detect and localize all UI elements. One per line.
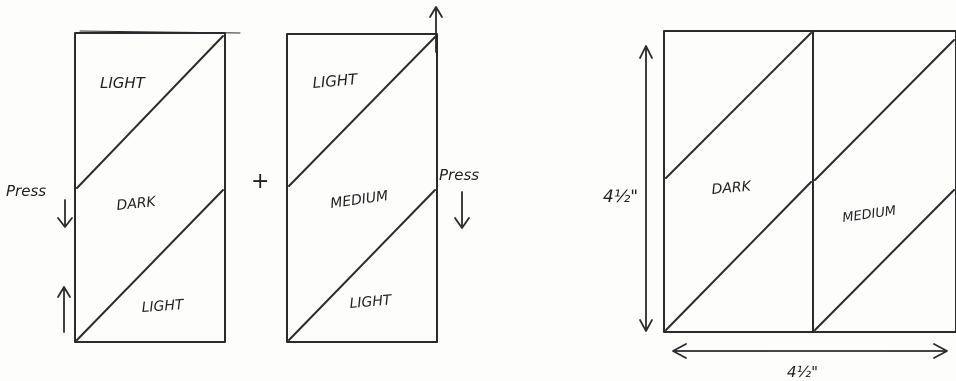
middle-block-upper-diagonal: [288, 36, 436, 187]
width-dimension: 4½": [672, 343, 948, 381]
left-block-top-label: LIGHT: [100, 74, 147, 92]
finished-right-upper-diagonal: [814, 39, 955, 181]
finished-right-lower-diagonal: [814, 189, 955, 331]
left-block-middle-label: DARK: [116, 194, 159, 214]
plus-sign: +: [251, 169, 269, 194]
finished-left-lower-diagonal: [665, 181, 812, 331]
right-press-label: Press: [439, 166, 479, 184]
left-block-upper-diagonal: [76, 35, 224, 189]
height-dimension: 4½": [603, 45, 653, 332]
right-press-annotation: Press: [439, 166, 479, 229]
middle-block-middle-label: MEDIUM: [329, 188, 389, 212]
left-block-bottom-label: LIGHT: [141, 297, 185, 316]
width-dimension-label: 4½": [787, 363, 818, 381]
width-left-arrowhead: [672, 343, 687, 359]
middle-block-top-label: LIGHT: [312, 70, 360, 92]
width-right-arrowhead: [933, 343, 948, 359]
left-press-annotation: Press: [6, 182, 73, 333]
left-press-label: Press: [6, 182, 46, 200]
finished-unit-right-label: MEDIUM: [841, 204, 897, 226]
middle-strip-block: LIGHT MEDIUM LIGHT: [286, 33, 438, 343]
left-press-down-arrowhead: [57, 217, 73, 228]
height-bottom-arrowhead: [639, 319, 653, 332]
left-top-measure-line: [79, 30, 241, 34]
middle-block-outline: [286, 33, 438, 343]
left-strip-block: LIGHT DARK LIGHT: [74, 32, 226, 343]
finished-left-upper-diagonal: [665, 32, 812, 179]
height-dimension-label: 4½": [603, 187, 638, 207]
left-bottom-up-arrowhead: [57, 286, 71, 298]
height-top-arrowhead: [639, 45, 653, 59]
left-block-outline: [74, 32, 226, 343]
middle-block-lower-diagonal: [288, 189, 436, 341]
left-block-lower-diagonal: [76, 189, 224, 341]
finished-unit-left-label: DARK: [711, 178, 753, 198]
middle-block-bottom-label: LIGHT: [349, 292, 394, 312]
right-press-down-arrowhead: [454, 217, 470, 229]
finished-unit: DARK MEDIUM: [663, 30, 956, 333]
finished-unit-outline: [663, 30, 956, 333]
middle-top-up-arrowhead: [429, 6, 443, 18]
